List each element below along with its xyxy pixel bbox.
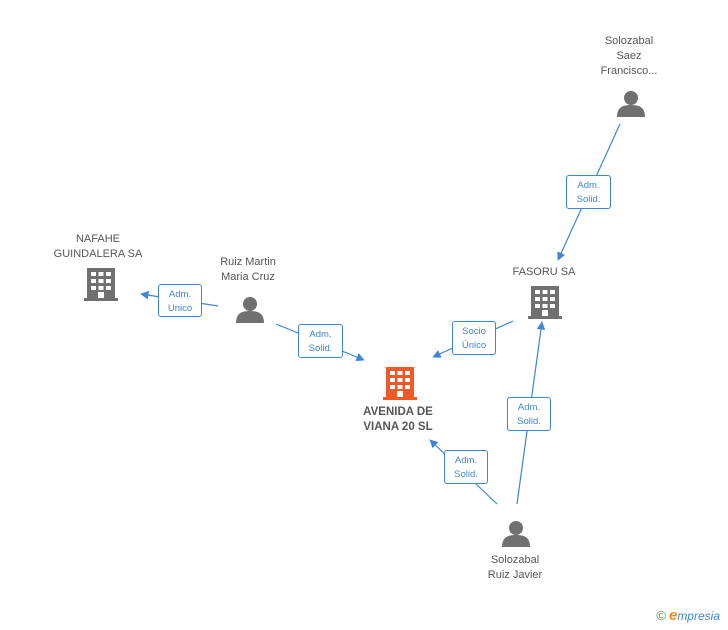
- solozabal-saez-name-line2: Saez: [616, 50, 642, 62]
- relation-detail: Solid.: [308, 343, 333, 354]
- relation-badge-ruiz-main[interactable]: Adm. Solid.: [298, 324, 343, 358]
- ruiz-martin-name-line1: Ruiz Martin: [220, 256, 276, 268]
- relation-type: Socio: [462, 326, 486, 337]
- relation-type: Adm.: [168, 289, 192, 300]
- relation-badge-javier-main[interactable]: Adm. Solid.: [444, 450, 488, 484]
- solozabal-ruiz-label[interactable]: Solozabal Ruiz Javier: [465, 553, 565, 583]
- relation-detail: Solid.: [576, 194, 601, 205]
- solozabal-ruiz-name-line1: Solozabal: [490, 554, 540, 566]
- relation-type: Adm.: [517, 402, 541, 413]
- building-icon[interactable]: [84, 268, 118, 301]
- relation-detail: Unico: [167, 303, 193, 314]
- fasoru-name-line1: FASORU SA: [512, 266, 576, 278]
- relation-badge-ruiz-nafahe[interactable]: Adm. Unico: [158, 284, 202, 317]
- relation-detail: Solid.: [454, 469, 478, 480]
- relation-badge-fasoru-main[interactable]: Socio Único: [452, 321, 496, 355]
- solozabal-saez-name-line1: Solozabal: [604, 35, 654, 47]
- brand-footer[interactable]: ©empresia: [656, 607, 720, 624]
- main-company-name-line1: AVENIDA DE: [363, 406, 433, 418]
- relation-badge-saez-fasoru[interactable]: Adm. Solid.: [566, 175, 611, 209]
- brand-logo-text: mpresia: [677, 609, 720, 623]
- ruiz-martin-name-line2: Maria Cruz: [221, 271, 275, 283]
- nafahe-name-line1: NAFAHE: [75, 233, 120, 245]
- solozabal-saez-name-line3: Francisco...: [600, 65, 658, 77]
- person-icon[interactable]: [617, 91, 645, 117]
- brand-logo-letter: e: [668, 607, 678, 624]
- relation-type: Adm.: [577, 180, 600, 191]
- relation-type: Adm.: [309, 329, 332, 340]
- building-icon[interactable]: [528, 286, 562, 319]
- building-icon[interactable]: [383, 367, 417, 400]
- fasoru-label[interactable]: FASORU SA: [494, 265, 594, 280]
- relation-badge-javier-fasoru[interactable]: Adm. Solid.: [507, 397, 551, 431]
- relation-detail: Solid.: [517, 416, 541, 427]
- person-icon[interactable]: [236, 297, 264, 323]
- relation-detail: Único: [461, 340, 487, 351]
- solozabal-saez-label[interactable]: Solozabal Saez Francisco...: [579, 34, 679, 79]
- nafahe-name-line2: GUINDALERA SA: [53, 248, 143, 260]
- person-icon[interactable]: [502, 521, 530, 547]
- solozabal-ruiz-name-line2: Ruiz Javier: [487, 569, 543, 581]
- main-company-label[interactable]: AVENIDA DE VIANA 20 SL: [352, 405, 444, 435]
- copyright-icon: ©: [656, 608, 666, 623]
- nafahe-label[interactable]: NAFAHE GUINDALERA SA: [48, 232, 148, 262]
- main-company-name-line2: VIANA 20 SL: [363, 421, 433, 433]
- relation-type: Adm.: [454, 455, 478, 466]
- ruiz-martin-label[interactable]: Ruiz Martin Maria Cruz: [198, 255, 298, 285]
